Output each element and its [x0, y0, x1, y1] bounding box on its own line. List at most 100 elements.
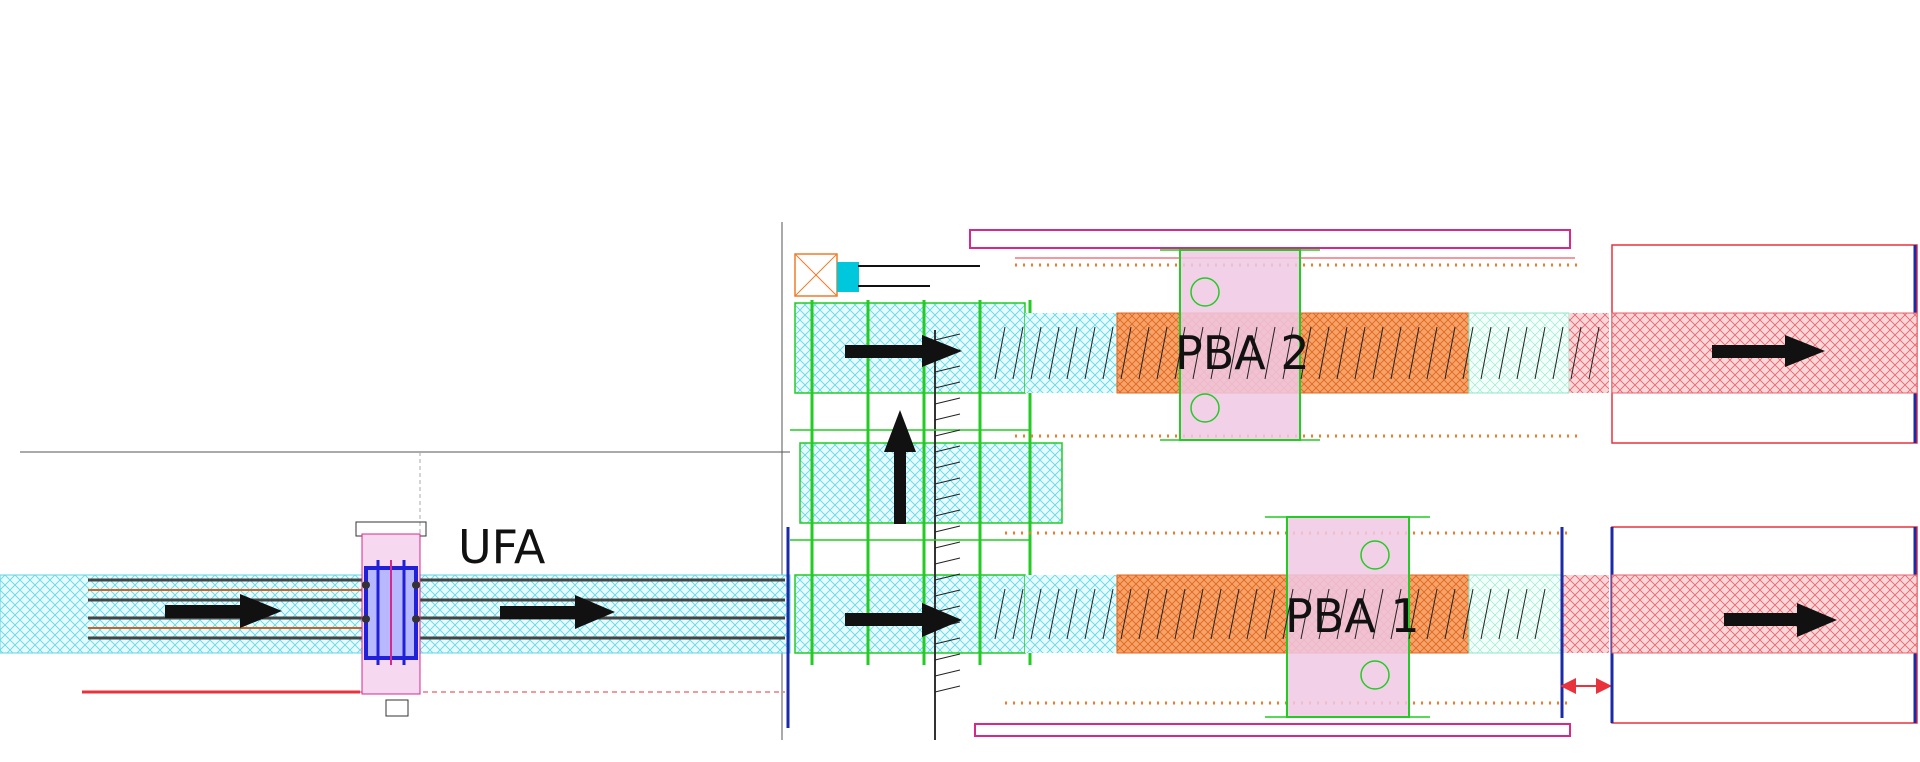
roller-tick: [934, 573, 961, 581]
roller-tick: [1390, 326, 1402, 380]
roller-tick: [1534, 588, 1546, 640]
roller-tick: [1462, 588, 1474, 640]
roller-tick: [934, 397, 961, 405]
roller-tick: [934, 637, 961, 645]
roller-tick: [1318, 326, 1330, 380]
roller-tick: [934, 525, 961, 533]
roller-tick: [934, 557, 961, 565]
roller-tick: [934, 333, 961, 341]
pba2-label: PBA 2: [1175, 326, 1310, 380]
roller-tick: [1174, 588, 1186, 640]
roller-tick: [1246, 326, 1258, 380]
roller-tick: [1534, 326, 1546, 380]
roller-tick: [1156, 326, 1168, 380]
flow-arrow-pba1-in: [845, 603, 962, 637]
roller-tick: [1372, 588, 1384, 640]
pba2-exit: [1611, 244, 1918, 444]
roller-tick: [1120, 326, 1132, 380]
roller-tick: [1552, 326, 1564, 380]
roller-tick: [1030, 326, 1042, 380]
roller-tick: [1210, 326, 1222, 380]
roller-tick: [934, 653, 961, 661]
roller-tick: [1174, 326, 1186, 380]
roller-tick: [1210, 588, 1222, 640]
roller-tick: [934, 413, 961, 421]
roller-tick: [1300, 588, 1312, 640]
roller-tick: [1336, 588, 1348, 640]
roller-tick: [1444, 588, 1456, 640]
pba1-label: PBA 1: [1285, 589, 1420, 643]
roller-tick: [934, 685, 961, 693]
roller-tick: [1300, 326, 1312, 380]
roller-tick: [1570, 326, 1582, 380]
roller-tick: [1444, 326, 1456, 380]
roller-tick: [994, 326, 1006, 380]
roller-tick: [1408, 326, 1420, 380]
roller-tick: [934, 509, 961, 517]
roller-tick: [1048, 326, 1060, 380]
roller-tick: [1480, 588, 1492, 640]
roller-tick: [1012, 326, 1024, 380]
pba1-line: [974, 516, 1612, 737]
roller-tick: [1588, 326, 1600, 380]
roller-tick: [994, 588, 1006, 640]
roller-tick: [1102, 326, 1114, 380]
roller-tick: [1480, 326, 1492, 380]
flow-arrow-pba2-out: [1712, 335, 1825, 367]
flow-arrow-pba1-out: [1724, 603, 1837, 637]
roller-tick: [1354, 588, 1366, 640]
roller-tick: [1084, 588, 1096, 640]
roller-tick: [1462, 326, 1474, 380]
ufa-station: [355, 521, 427, 717]
roller-ticks: [934, 326, 1600, 693]
flow-arrow-ufa-out: [500, 595, 615, 629]
roller-tick: [1426, 588, 1438, 640]
roller-tick: [1012, 588, 1024, 640]
roller-tick: [934, 541, 961, 549]
roller-tick: [1516, 326, 1528, 380]
roller-tick: [1156, 588, 1168, 640]
roller-tick: [1498, 588, 1510, 640]
roller-tick: [934, 589, 961, 597]
roller-tick: [1246, 588, 1258, 640]
roller-tick: [1084, 326, 1096, 380]
roller-tick: [934, 461, 961, 469]
roller-tick: [1372, 326, 1384, 380]
roller-tick: [934, 669, 961, 677]
roller-tick: [1030, 588, 1042, 640]
roller-tick: [934, 477, 961, 485]
roller-tick: [1138, 588, 1150, 640]
roller-tick: [1264, 326, 1276, 380]
transfer-area: [786, 253, 1063, 740]
flow-arrow-ufa-in: [165, 594, 282, 628]
roller-tick: [1138, 326, 1150, 380]
roller-tick: [1066, 588, 1078, 640]
flow-arrows: [165, 335, 1837, 637]
roller-tick: [1282, 326, 1294, 380]
roller-tick: [1336, 326, 1348, 380]
roller-tick: [1066, 326, 1078, 380]
ufa-label: UFA: [458, 520, 546, 574]
roller-tick: [934, 429, 961, 437]
roller-tick: [1102, 588, 1114, 640]
roller-tick: [1228, 326, 1240, 380]
roller-tick: [934, 365, 961, 373]
roller-tick: [1318, 588, 1330, 640]
roller-tick: [934, 493, 961, 501]
roller-tick: [1408, 588, 1420, 640]
flow-arrow-pba2-in: [845, 335, 962, 367]
roller-tick: [1498, 326, 1510, 380]
roller-tick: [1354, 326, 1366, 380]
flow-arrow-transfer-up: [884, 410, 916, 524]
roller-tick: [1228, 588, 1240, 640]
pba2-line: [969, 229, 1609, 441]
roller-tick: [934, 445, 961, 453]
roller-tick: [1390, 588, 1402, 640]
roller-tick: [1282, 588, 1294, 640]
roller-tick: [1192, 588, 1204, 640]
roller-tick: [1264, 588, 1276, 640]
roller-tick: [1048, 588, 1060, 640]
roller-tick: [1192, 326, 1204, 380]
roller-tick: [1516, 588, 1528, 640]
